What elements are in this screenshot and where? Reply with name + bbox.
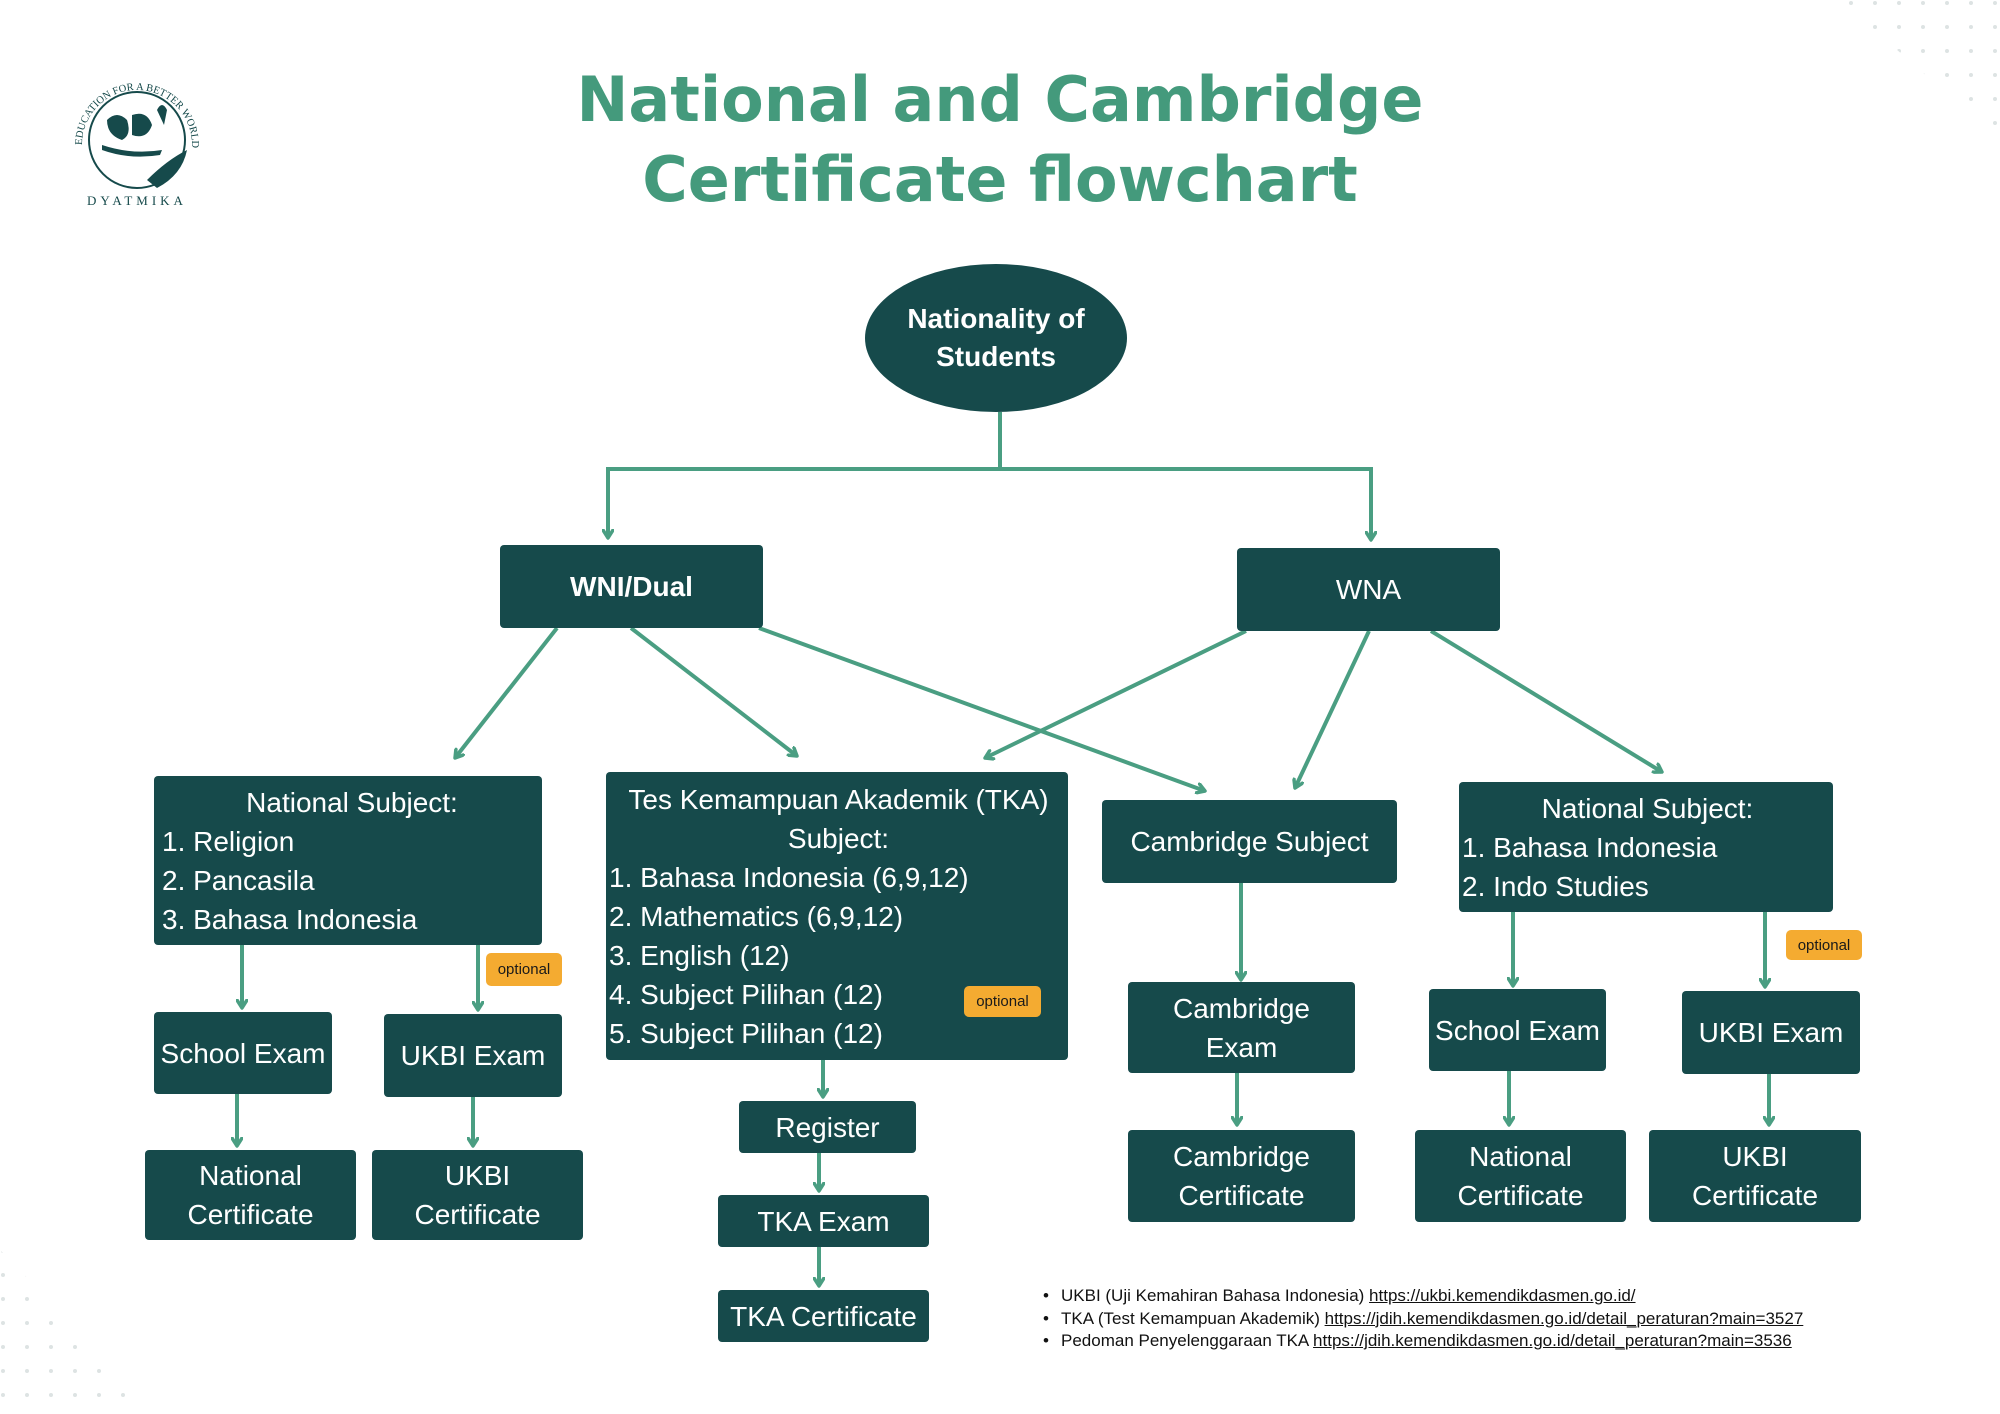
label-line: UKBI <box>1722 1141 1788 1172</box>
label-line: Certificate <box>1457 1180 1584 1211</box>
national-subject-right-heading: National Subject: <box>1541 792 1754 824</box>
label-line: UKBI <box>444 1160 511 1191</box>
node-cambridge-subject: Cambridge Subject <box>1102 800 1397 883</box>
arrow-wni-to-national-subject <box>455 626 559 758</box>
register-label: Register <box>775 1111 880 1143</box>
arrow-wni-to-cambridge <box>758 626 1205 791</box>
left-ukbi-exam-label: UKBI Exam <box>400 1040 546 1071</box>
page-title: National and Cambridge Certificate flowc… <box>0 60 2000 220</box>
node-left-ukbi-exam: UKBI Exam <box>384 1014 562 1097</box>
right-ukbi-exam-label: UKBI Exam <box>1698 1017 1844 1048</box>
wni-label: WNI/Dual <box>570 571 693 602</box>
node-right-school-exam: School Exam <box>1429 989 1606 1071</box>
node-tka-exam: TKA Exam <box>718 1195 929 1247</box>
arrow-wni-to-tka <box>629 626 797 756</box>
note-item: TKA (Test Kemampuan Akademik) https://jd… <box>1043 1308 1803 1331</box>
note-item: Pedoman Penyelenggaraan TKA https://jdih… <box>1043 1330 1803 1353</box>
arrow-wna-to-tka <box>985 629 1247 758</box>
node-register: Register <box>739 1101 916 1153</box>
note-item: UKBI (Uji Kemahiran Bahasa Indonesia) ht… <box>1043 1285 1803 1308</box>
node-national-subject-left: National Subject: 1. Religion 2. Pancasi… <box>154 776 542 945</box>
list-item: 1. Bahasa Indonesia <box>1462 831 1718 863</box>
node-right-ukbi-exam: UKBI Exam <box>1682 991 1860 1074</box>
node-left-ukbi-certificate: UKBI Certificate <box>372 1150 583 1240</box>
node-wni-dual: WNI/Dual <box>500 545 763 628</box>
right-school-exam-label: School Exam <box>1435 1014 1600 1046</box>
optional-badge: optional <box>486 953 562 986</box>
node-national-subject-right: National Subject: 1. Bahasa Indonesia 2.… <box>1459 782 1833 912</box>
node-nationality-of-students: Nationality of Students <box>865 264 1127 412</box>
reference-notes: UKBI (Uji Kemahiran Bahasa Indonesia) ht… <box>1043 1285 1803 1353</box>
label-line: Cambridge <box>1173 992 1310 1024</box>
title-line-1: National and Cambridge <box>576 63 1424 136</box>
note-text: UKBI (Uji Kemahiran Bahasa Indonesia) <box>1061 1286 1370 1305</box>
root-line-2: Students <box>936 341 1056 372</box>
label-line: Certificate <box>1178 1180 1305 1211</box>
root-line-1: Nationality of <box>907 303 1085 334</box>
node-left-school-exam: School Exam <box>154 1012 332 1094</box>
tka-guideline-link[interactable]: https://jdih.kemendikdasmen.go.id/detail… <box>1313 1331 1792 1350</box>
left-school-exam-label: School Exam <box>160 1037 326 1069</box>
label-line: Certificate <box>414 1199 541 1230</box>
node-right-ukbi-certificate: UKBI Certificate <box>1649 1130 1861 1222</box>
node-wna: WNA <box>1237 548 1500 631</box>
wna-label: WNA <box>1335 574 1402 605</box>
national-subject-left-heading: National Subject: <box>246 786 458 818</box>
list-item: 1. Bahasa Indonesia (6,9,12) <box>609 861 969 893</box>
logo-name: DYATMIKA <box>87 193 187 208</box>
list-item: 1. Religion <box>162 825 295 857</box>
connector-root-to-wni <box>608 467 1000 538</box>
list-item: 4. Subject Pilihan (12) <box>609 978 883 1010</box>
tka-regulation-link[interactable]: https://jdih.kemendikdasmen.go.id/detail… <box>1324 1308 1804 1328</box>
list-item: 3. Bahasa Indonesia <box>162 903 418 935</box>
tka-cert-label: TKA Certificate <box>730 1300 917 1332</box>
list-item: 2. Mathematics (6,9,12) <box>609 900 904 932</box>
cambridge-subject-label: Cambridge Subject <box>1130 826 1369 857</box>
tka-exam-label: TKA Exam <box>757 1205 890 1237</box>
list-item: 5. Subject Pilihan (12) <box>609 1017 883 1049</box>
connector-root-to-wna <box>1000 467 1371 540</box>
label-line: Certificate <box>1691 1180 1819 1211</box>
optional-badge: optional <box>1786 930 1862 960</box>
arrow-wna-to-cambridge <box>1295 630 1371 788</box>
list-item: 3. English (12) <box>609 939 790 971</box>
dyatmika-logo: EDUCATION FOR A BETTER WORLD DYATMIKA <box>62 60 212 215</box>
note-text: Pedoman Penyelenggaraan TKA <box>1061 1331 1314 1350</box>
arrow-wna-to-national-subject <box>1429 629 1662 772</box>
label-line: Cambridge <box>1173 1141 1310 1172</box>
optional-badge: optional <box>964 986 1041 1017</box>
note-text: TKA (Test Kemampuan Akademik) <box>1061 1308 1325 1328</box>
ukbi-link[interactable]: https://ukbi.kemendikdasmen.go.id/ <box>1369 1286 1636 1305</box>
tka-heading-2: Subject: <box>787 822 890 854</box>
tka-heading-1: Tes Kemampuan Akademik (TKA) <box>628 783 1049 815</box>
title-line-2: Certificate flowchart <box>642 143 1358 216</box>
label-line: Exam <box>1205 1031 1278 1063</box>
node-tka-certificate: TKA Certificate <box>718 1290 929 1342</box>
list-item: 2. Pancasila <box>162 864 315 896</box>
label-line: National <box>199 1160 302 1191</box>
list-item: 2. Indo Studies <box>1462 870 1649 902</box>
label-line: Certificate <box>187 1199 314 1230</box>
label-line: National <box>1469 1141 1572 1172</box>
